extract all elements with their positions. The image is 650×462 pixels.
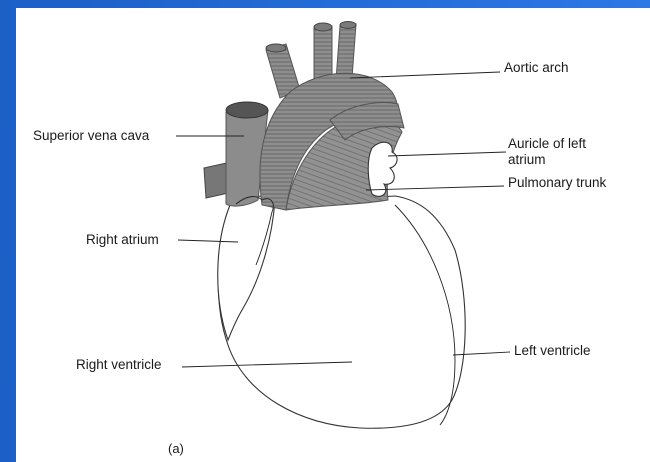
svc-opening <box>226 102 268 118</box>
label-pulmonary-trunk: Pulmonary trunk <box>508 175 607 190</box>
leader-auricle <box>388 152 506 156</box>
label-aortic-arch: Aortic arch <box>504 60 569 75</box>
label-right-atrium: Right atrium <box>86 232 159 247</box>
label-auricle-line2: atrium <box>508 152 546 167</box>
branch-opening-1 <box>266 44 286 52</box>
leader-aortic-arch <box>350 72 500 78</box>
branch-opening-3 <box>340 22 356 29</box>
label-left-ventricle: Left ventricle <box>514 343 591 358</box>
subclavian-branch <box>336 24 356 80</box>
label-right-ventricle: Right ventricle <box>76 357 162 372</box>
label-superior-vena-cava: Superior vena cava <box>33 128 150 143</box>
left-auricle-shape <box>368 142 397 196</box>
carotid-branch <box>314 26 332 82</box>
figure-caption: (a) <box>168 441 184 456</box>
label-auricle-line1: Auricle of left <box>508 136 586 151</box>
branch-opening-2 <box>314 23 332 31</box>
